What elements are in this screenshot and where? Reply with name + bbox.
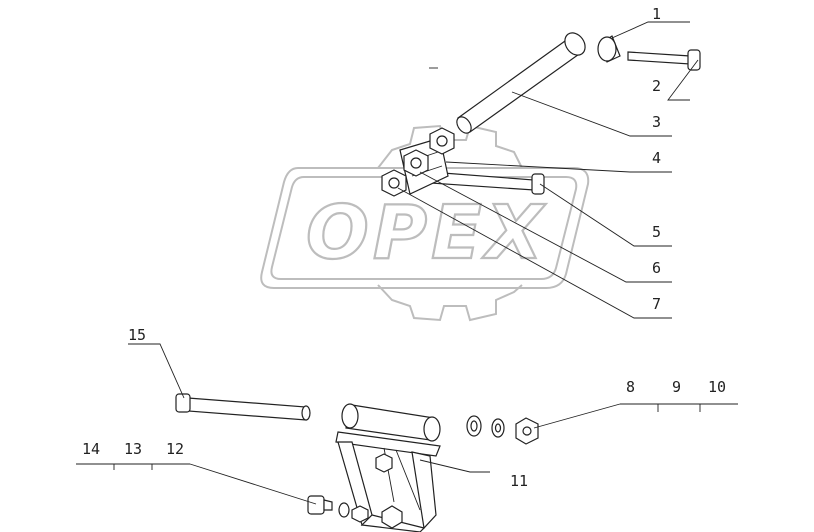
callout-13: 13 (124, 440, 142, 458)
leader-5 (539, 183, 672, 247)
leader-11 (419, 459, 490, 473)
callout-5: 5 (652, 223, 661, 241)
leader-7 (397, 187, 672, 319)
leader-15 (128, 343, 185, 399)
callout-1: 1 (652, 5, 661, 23)
lower-assembly (175, 393, 539, 532)
rod-part-3 (456, 32, 586, 134)
nut-part-12 (351, 505, 369, 523)
washer-part-8 (466, 415, 482, 437)
callout-12: 12 (166, 440, 184, 458)
leader-1 (611, 21, 690, 39)
callout-8: 8 (626, 378, 635, 396)
bushing-part-1 (597, 35, 621, 63)
callout-4: 4 (652, 149, 661, 167)
watermark-frame-inner (270, 176, 578, 280)
callout-6: 6 (652, 259, 661, 277)
callout-11: 11 (510, 472, 528, 490)
callout-3: 3 (652, 113, 661, 131)
upper-assembly (381, 32, 701, 197)
bracket-part-11 (335, 431, 441, 532)
callout-9: 9 (672, 378, 681, 396)
leader-6 (419, 171, 672, 283)
leader-3 (511, 91, 672, 137)
bolt-part-2 (627, 49, 701, 71)
watermark-gear (377, 124, 523, 322)
callout-10: 10 (708, 378, 726, 396)
leader-lines (76, 21, 738, 505)
washer-part-13 (338, 502, 350, 518)
callout-2: 2 (652, 77, 661, 95)
callout-15: 15 (128, 326, 146, 344)
nut-part-7 (381, 169, 407, 197)
opex-watermark: OPEX (260, 124, 590, 322)
callout-7: 7 (652, 295, 661, 313)
watermark-frame-outer (260, 167, 590, 289)
leader-2 (667, 59, 699, 101)
leader-8-10 (533, 403, 738, 429)
leader-12-14 (76, 463, 317, 505)
nut-part-6 (403, 149, 429, 177)
roller-tube (341, 403, 441, 442)
callout-labels: 1 2 3 4 5 6 7 8 9 10 11 12 13 14 15 (82, 5, 726, 490)
nut-part-12b (381, 505, 403, 529)
leader-4 (445, 161, 672, 173)
pin-part-15 (175, 393, 311, 421)
washer-part-9 (491, 418, 505, 438)
bracket-bolt (375, 453, 393, 473)
watermark-text: OPEX (306, 190, 547, 276)
callout-14: 14 (82, 440, 100, 458)
nut-part-10 (515, 417, 539, 445)
bolt-part-14 (307, 495, 333, 515)
nut-part-4 (429, 127, 455, 155)
